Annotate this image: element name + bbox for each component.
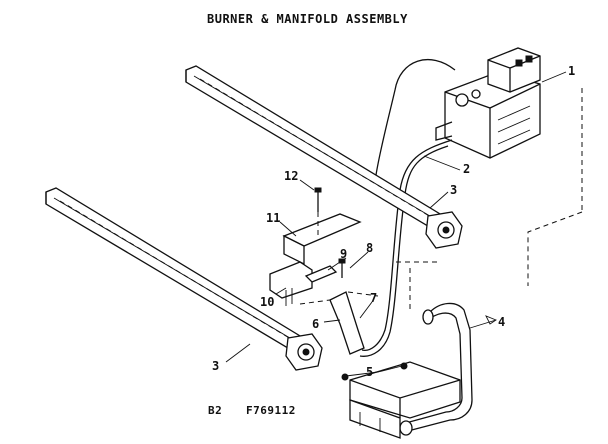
burner-tube-icon (45, 187, 323, 371)
leader-line (279, 221, 297, 237)
bracket-icon (269, 213, 362, 306)
callout-12: 12 (284, 169, 298, 183)
gas-valve-icon (435, 47, 541, 159)
callout-9: 9 (340, 247, 347, 261)
pilot-tubing-icon (359, 59, 456, 357)
leader-line (541, 71, 567, 83)
leader-line (299, 179, 315, 191)
leader-line (469, 319, 497, 329)
leader-line (429, 191, 449, 209)
leader-line (349, 251, 369, 269)
callout-3-upper: 3 (450, 183, 457, 197)
footer-drawing-number: F769112 (246, 404, 296, 417)
callout-5: 5 (366, 365, 373, 379)
leader-line (423, 155, 461, 171)
callout-8: 8 (366, 241, 373, 255)
screw-icon (314, 187, 322, 236)
callout-6: 6 (312, 317, 319, 331)
leader-line (225, 343, 251, 363)
callout-2: 2 (463, 162, 470, 176)
callout-3-lower: 3 (212, 359, 219, 373)
footer-section: B2 (208, 404, 222, 417)
leader-line (275, 287, 287, 295)
bracket-icon (349, 361, 461, 439)
reference-line (527, 211, 583, 286)
diagram-title: BURNER & MANIFOLD ASSEMBLY (207, 12, 408, 26)
leader-line (345, 365, 403, 377)
bracket-icon (299, 291, 379, 355)
leader-line (323, 319, 341, 323)
arrowhead (485, 315, 497, 325)
callout-10: 10 (260, 295, 274, 309)
callout-11: 11 (266, 211, 280, 225)
leader-line (327, 257, 347, 271)
burner-tube-icon (185, 65, 463, 249)
screw-icon (400, 362, 408, 370)
callout-4: 4 (498, 315, 505, 329)
callout-7: 7 (370, 291, 377, 305)
manifold-pipe-icon (399, 302, 473, 436)
leader-line (359, 301, 373, 319)
screw-icon (341, 373, 349, 381)
callout-1: 1 (568, 64, 575, 78)
